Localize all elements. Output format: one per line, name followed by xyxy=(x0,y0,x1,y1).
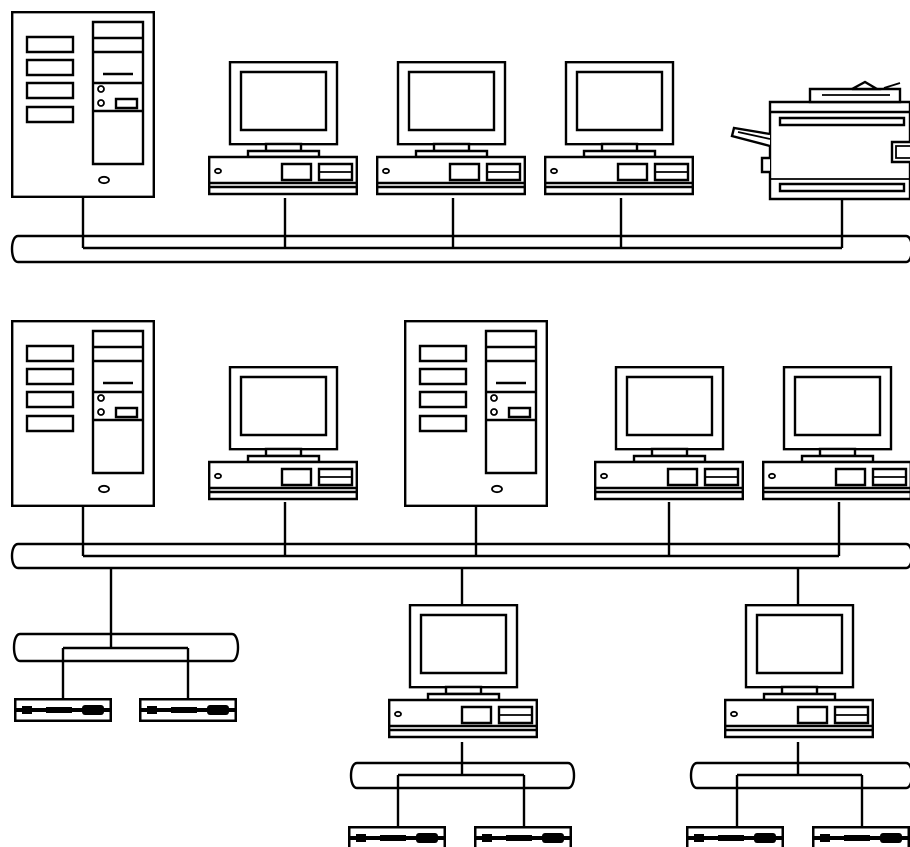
network-bottom xyxy=(10,320,910,648)
branch-left xyxy=(12,634,239,724)
workstation-icon xyxy=(594,366,744,501)
printer-icon xyxy=(730,80,910,201)
terminal-icon xyxy=(346,824,448,847)
workstation-icon xyxy=(207,366,358,501)
connector-lines xyxy=(83,198,842,248)
workstation-icon xyxy=(724,604,874,739)
server-icon xyxy=(10,10,156,199)
terminal-icon xyxy=(137,696,239,724)
branch-right xyxy=(684,604,910,847)
workstation-icon xyxy=(376,61,526,196)
workstation-icon xyxy=(544,61,694,196)
branch-middle xyxy=(346,604,574,847)
network-bus-bottom xyxy=(12,544,910,568)
terminal-icon xyxy=(684,824,786,847)
network-bus-top xyxy=(12,236,910,262)
network-bus-branch xyxy=(691,763,910,788)
workstation-icon xyxy=(388,604,538,739)
terminal-icon xyxy=(472,824,574,847)
network-top xyxy=(10,10,910,262)
server-icon xyxy=(404,320,548,507)
network-bus-branch xyxy=(351,763,574,788)
terminal-icon xyxy=(810,824,910,847)
workstation-icon xyxy=(207,61,358,196)
terminal-icon xyxy=(12,696,114,724)
network-bus-branch xyxy=(14,634,238,661)
server-icon xyxy=(10,320,156,507)
workstation-icon xyxy=(762,366,910,501)
